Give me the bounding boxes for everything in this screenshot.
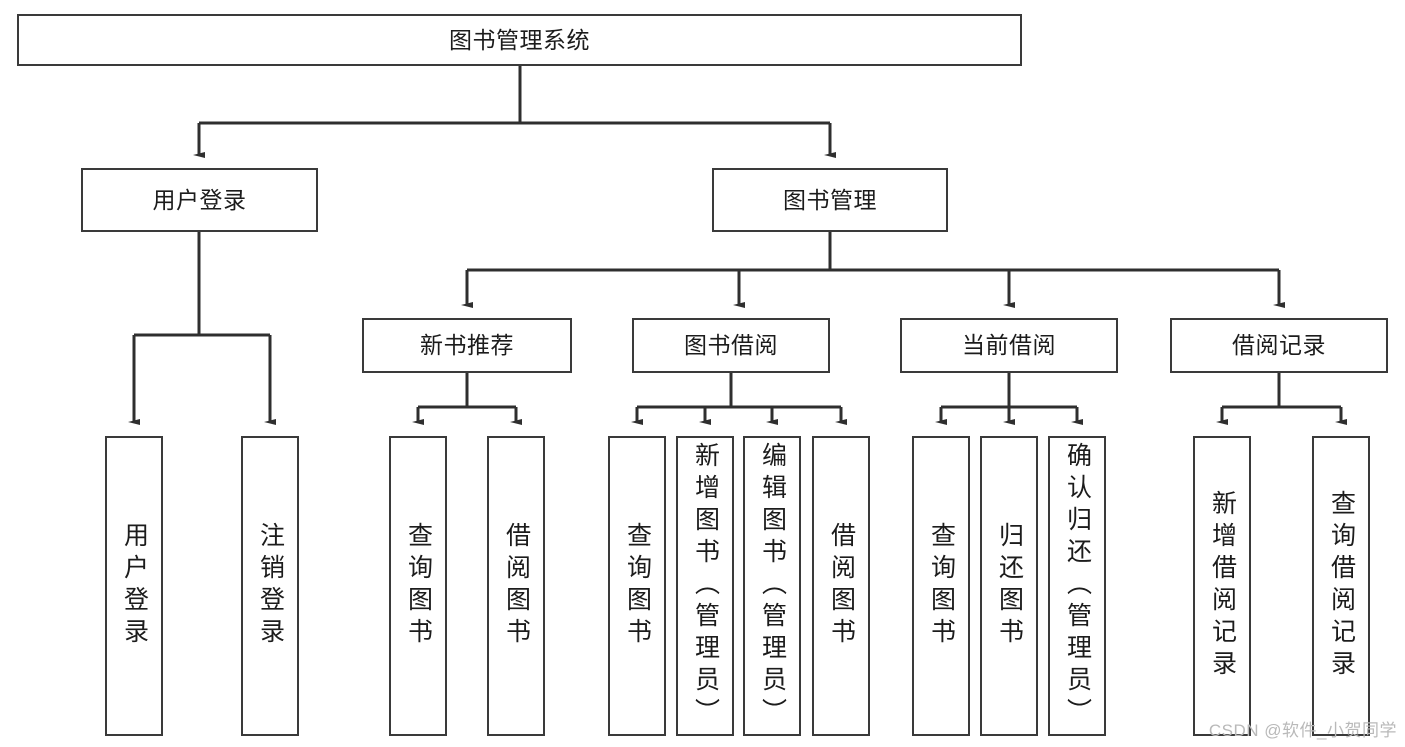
leaf-query-book-recommend[interactable]: 查询图书 [389,436,447,736]
node-user-login[interactable]: 用户登录 [81,168,318,232]
leaf-query-book-borrow-label: 查询图书 [623,522,652,650]
leaf-borrow-book-recommend[interactable]: 借阅图书 [487,436,545,736]
leaf-edit-book-label: 编辑图书（管理员） [758,442,787,730]
node-root-label: 图书管理系统 [449,26,590,53]
leaf-user-login-label: 用户登录 [120,522,149,650]
leaf-add-borrow-record[interactable]: 新增借阅记录 [1193,436,1251,736]
node-borrow-record-label: 借阅记录 [1232,332,1326,359]
leaf-borrow-book-label: 借阅图书 [827,522,856,650]
leaf-confirm-return[interactable]: 确认归还（管理员） [1048,436,1106,736]
leaf-query-book-current-label: 查询图书 [927,522,956,650]
leaf-add-book[interactable]: 新增图书（管理员） [676,436,734,736]
node-new-book-recommend[interactable]: 新书推荐 [362,318,572,373]
leaf-logout-login[interactable]: 注销登录 [241,436,299,736]
leaf-query-book-recommend-label: 查询图书 [404,522,433,650]
node-current-borrow[interactable]: 当前借阅 [900,318,1118,373]
node-book-borrow[interactable]: 图书借阅 [632,318,830,373]
leaf-add-book-label: 新增图书（管理员） [691,442,720,730]
node-new-book-recommend-label: 新书推荐 [420,332,514,359]
leaf-logout-login-label: 注销登录 [256,522,285,650]
leaf-query-book-borrow[interactable]: 查询图书 [608,436,666,736]
node-current-borrow-label: 当前借阅 [962,332,1056,359]
leaf-return-book[interactable]: 归还图书 [980,436,1038,736]
leaf-user-login[interactable]: 用户登录 [105,436,163,736]
leaf-add-borrow-record-label: 新增借阅记录 [1208,490,1237,682]
leaf-query-borrow-record[interactable]: 查询借阅记录 [1312,436,1370,736]
leaf-borrow-book[interactable]: 借阅图书 [812,436,870,736]
leaf-confirm-return-label: 确认归还（管理员） [1063,442,1092,730]
node-book-manage-label: 图书管理 [783,186,877,213]
node-borrow-record[interactable]: 借阅记录 [1170,318,1388,373]
node-root[interactable]: 图书管理系统 [17,14,1022,66]
leaf-query-borrow-record-label: 查询借阅记录 [1327,490,1356,682]
leaf-borrow-book-recommend-label: 借阅图书 [502,522,531,650]
leaf-edit-book[interactable]: 编辑图书（管理员） [743,436,801,736]
leaf-return-book-label: 归还图书 [995,522,1024,650]
leaf-query-book-current[interactable]: 查询图书 [912,436,970,736]
watermark: CSDN @软件_小贺同学 [1208,721,1397,740]
node-user-login-label: 用户登录 [152,186,247,213]
node-book-borrow-label: 图书借阅 [684,332,778,359]
node-book-manage[interactable]: 图书管理 [712,168,948,232]
